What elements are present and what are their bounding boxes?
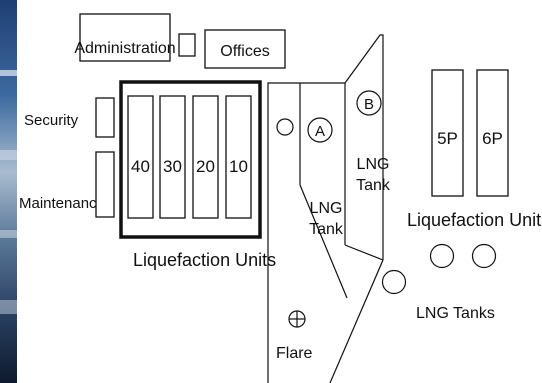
tank-b-label-line1: LNG xyxy=(357,156,390,173)
unit-label: 5P xyxy=(437,129,458,148)
tank-b-label-line2: Tank xyxy=(356,177,391,194)
tank-a-marker: A xyxy=(315,123,325,140)
maintenance-label: Maintenance xyxy=(19,195,105,212)
unit-label: 6P xyxy=(482,129,503,148)
tank-b: B LNG Tank xyxy=(356,91,391,194)
background-photo-strip xyxy=(0,0,17,383)
small-outbuilding xyxy=(179,34,195,56)
offices-label: Offices xyxy=(220,43,270,60)
unit-label: 20 xyxy=(196,157,215,176)
offices-building: Offices xyxy=(205,30,285,68)
tank-b-marker: B xyxy=(364,96,374,113)
unit-label: 10 xyxy=(229,157,248,176)
liquefaction-units-west-label: Liquefaction Units xyxy=(133,250,276,270)
small-tank-circle xyxy=(277,119,293,135)
unit-label: 40 xyxy=(131,157,150,176)
tank-a-label-line2: Tank xyxy=(309,221,344,238)
liquefaction-units-east-label: Liquefaction Units xyxy=(407,210,542,230)
unit-label: 30 xyxy=(163,157,182,176)
maintenance-building xyxy=(96,152,114,217)
lng-tanks xyxy=(383,245,496,294)
security-label: Security xyxy=(24,112,79,129)
liquefaction-units-east: 5P 6P xyxy=(432,70,508,196)
administration-label: Administration xyxy=(74,40,175,57)
security-building xyxy=(96,98,114,137)
lng-tank-circle xyxy=(383,271,406,294)
administration-building: Administration xyxy=(74,14,175,61)
lng-tank-circle xyxy=(473,245,496,268)
flare-label: Flare xyxy=(276,345,313,362)
liquefaction-units-west: 40 30 20 10 xyxy=(121,82,260,237)
tank-a-label-line1: LNG xyxy=(310,200,343,217)
flare: Flare xyxy=(276,311,313,362)
lng-tanks-label: LNG Tanks xyxy=(416,305,495,322)
tank-a: A LNG Tank xyxy=(308,118,344,238)
lng-tank-circle xyxy=(431,245,454,268)
